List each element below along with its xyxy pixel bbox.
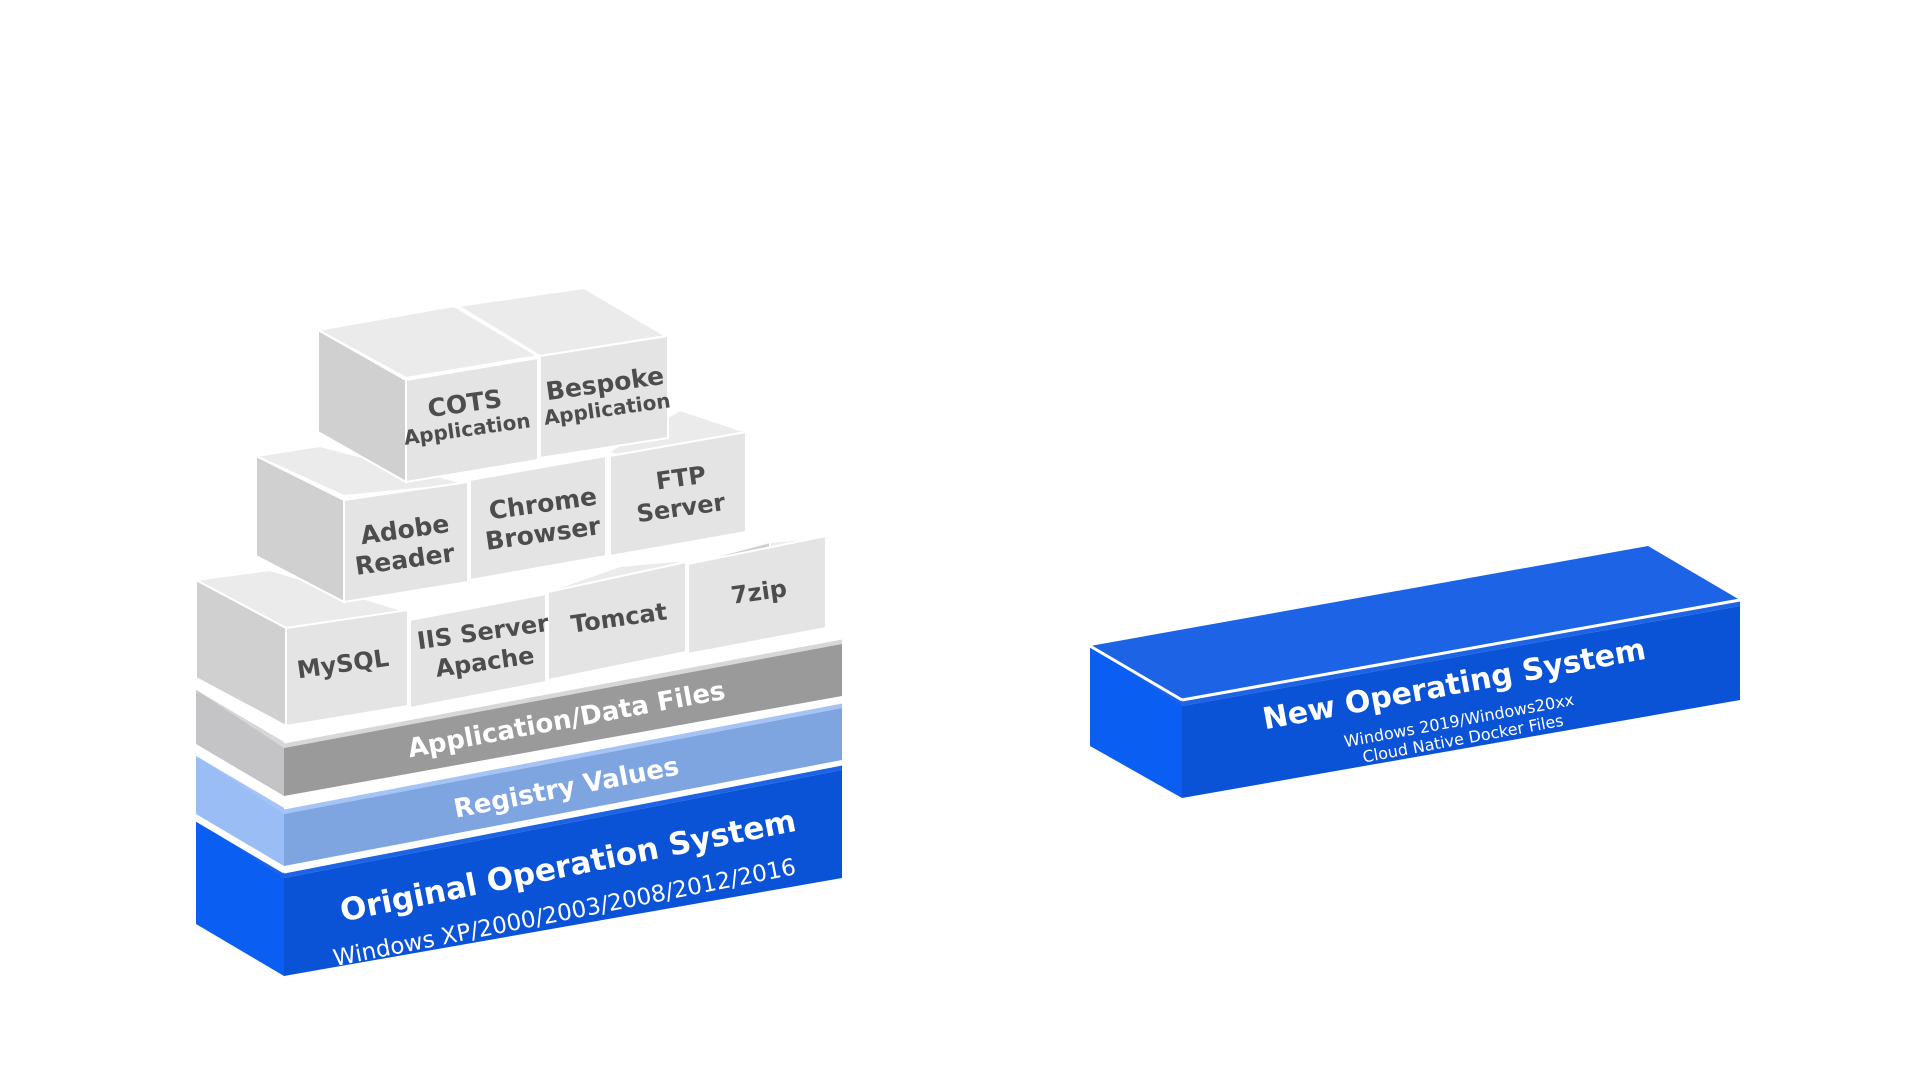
- box-ftp-front: [609, 430, 747, 558]
- data-files-front-face: [284, 644, 842, 796]
- box-iis-front: [409, 592, 547, 710]
- box-ftp: FTP Server: [605, 408, 749, 558]
- box-cots-front: [405, 356, 539, 484]
- box-7zip-front: [687, 534, 827, 656]
- new-os-upper-face: [1090, 546, 1740, 700]
- box-chrome: Chrome Browser: [469, 454, 607, 582]
- new-os-edge-top: [1181, 598, 1741, 702]
- box-bespoke: Bespoke Application: [455, 286, 672, 460]
- box-mysql: MySQL: [192, 568, 409, 728]
- registry-front-face: [284, 708, 842, 866]
- box-iis: IIS Server Apache: [409, 592, 551, 710]
- box-mysql-front: [285, 608, 409, 728]
- data-files-edge-top: [283, 636, 843, 744]
- box-adobe-front: [343, 480, 469, 604]
- new-os-left-face: [1090, 646, 1182, 798]
- original-os-front-face: [284, 770, 842, 976]
- box-bespoke-front: [539, 334, 669, 460]
- box-cots: COTS Application: [315, 304, 541, 484]
- new-os-slab: New Operating System Windows 2019/Window…: [1089, 546, 1741, 798]
- registry-left-face: [196, 756, 284, 866]
- box-cots-top: [315, 304, 541, 380]
- box-adobe: Adobe Reader: [252, 444, 469, 604]
- box-chrome-front: [469, 454, 607, 582]
- new-os-front-face: [1182, 606, 1740, 798]
- box-tomcat-front: [547, 560, 687, 682]
- box-7zip: 7zip: [687, 534, 841, 656]
- data-files-left-face: [196, 690, 284, 796]
- original-os-edge: [195, 818, 285, 874]
- original-os-edge-top: [283, 762, 843, 874]
- new-os-edge: [1089, 644, 1183, 702]
- box-ftp-line1: FTP: [654, 461, 708, 496]
- box-tomcat: Tomcat: [545, 559, 689, 682]
- registry-edge-top: [283, 700, 843, 810]
